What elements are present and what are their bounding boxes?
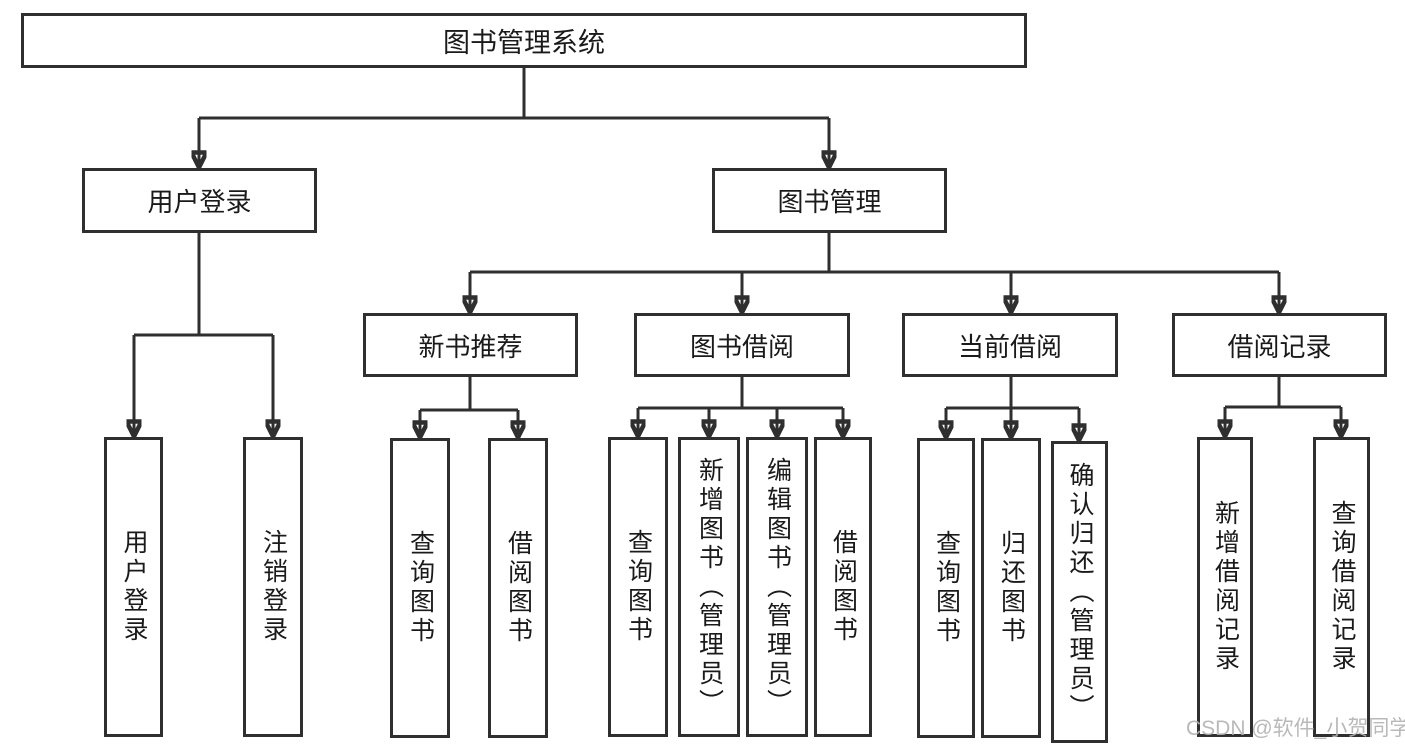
node-book-management-branch: 图书管理 [712,168,947,233]
connector-current-borrow-children [946,377,1079,439]
connector-root-to-level2 [199,68,829,166]
node-leaf-logout: 注销登录 [243,437,303,737]
node-leaf-add-books-admin: 新增图书（管理员） [678,437,740,737]
node-leaf-query-books-1: 查询图书 [390,438,450,738]
node-user-login-branch: 用户登录 [82,168,317,233]
node-current-borrow: 当前借阅 [902,313,1118,377]
connector-new-book-children [420,377,518,436]
node-leaf-confirm-return-admin: 确认归还（管理员） [1051,441,1108,743]
node-borrow-records: 借阅记录 [1172,313,1387,377]
node-library-management-system: 图书管理系统 [21,13,1027,68]
node-leaf-add-borrow-record: 新增借阅记录 [1197,437,1253,737]
connector-book-borrow-children [638,377,843,435]
node-book-borrow: 图书借阅 [634,313,850,377]
node-leaf-query-borrow-record: 查询借阅记录 [1313,437,1370,737]
node-leaf-borrow-books-2: 借阅图书 [814,437,872,737]
node-leaf-user-login: 用户登录 [104,437,163,737]
connector-user-login-children [134,233,273,435]
node-leaf-query-books-2: 查询图书 [608,437,668,737]
node-leaf-borrow-books-1: 借阅图书 [488,438,548,738]
connector-borrow-records-children [1225,377,1341,435]
node-leaf-edit-books-admin: 编辑图书（管理员） [746,437,808,737]
node-leaf-query-books-3: 查询图书 [917,438,975,738]
node-leaf-return-books: 归还图书 [981,438,1041,738]
watermark: CSDN @软件_小贺同学 [1186,717,1405,740]
connector-book-management-children [470,233,1279,311]
node-new-book-recommend: 新书推荐 [363,313,578,377]
